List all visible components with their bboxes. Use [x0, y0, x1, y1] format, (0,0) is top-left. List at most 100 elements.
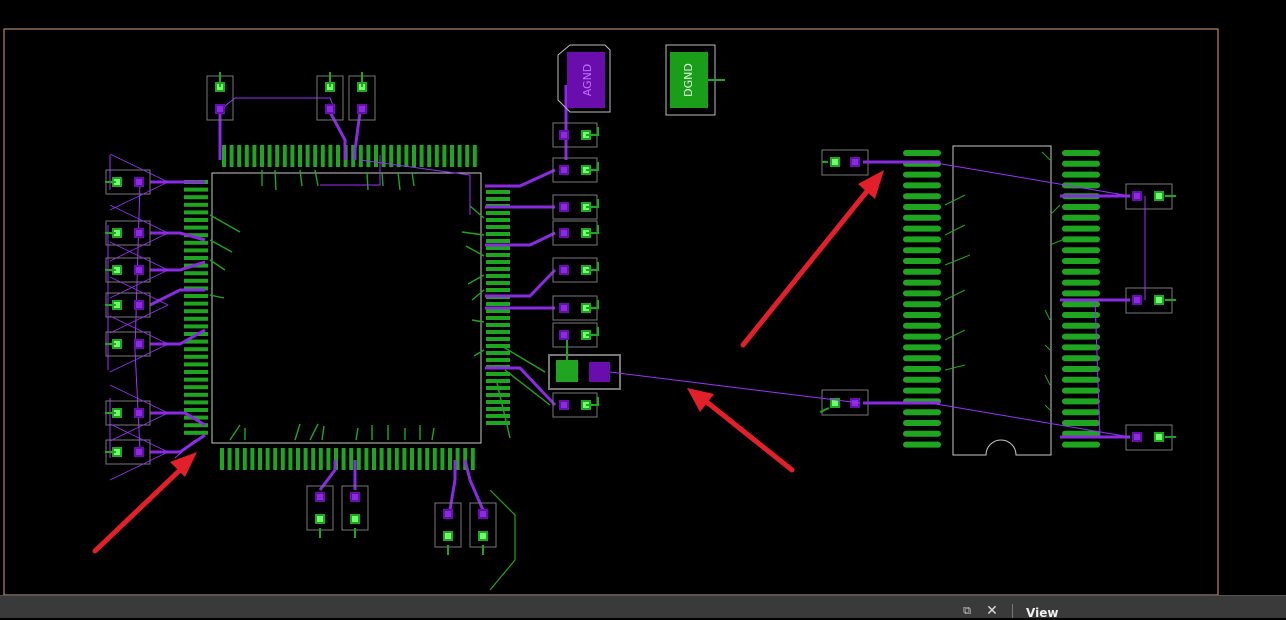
mcu-pin [356, 448, 361, 470]
view-menu[interactable]: View [1026, 606, 1059, 620]
cap-pad [559, 202, 569, 212]
mcu-pin [486, 260, 510, 264]
mcu-pin [366, 145, 371, 167]
dip-pin [903, 312, 941, 318]
mcu-pin [184, 233, 208, 238]
dip-pin [1062, 150, 1100, 156]
mcu-pin [184, 339, 208, 344]
decoupling-caps-top [206, 72, 376, 121]
cap-lead [586, 300, 599, 309]
mcu-body-outline [211, 172, 482, 444]
dip-pin [1062, 225, 1100, 232]
mcu-pin [336, 145, 340, 167]
cap-lead [586, 127, 599, 136]
mcu-pin [184, 316, 208, 321]
cap-pad [134, 408, 144, 418]
mcu-pin [486, 267, 510, 271]
decoupling-caps-left [105, 153, 169, 481]
mcu-pin [434, 145, 439, 167]
mcu-pin [417, 448, 422, 470]
mcu-top-pins [222, 145, 477, 167]
dip-pin [903, 225, 941, 232]
dip-pin [1062, 160, 1100, 167]
mcu-pin [184, 362, 208, 367]
mcu-pin [184, 347, 208, 352]
dip-pin [903, 268, 941, 275]
mcu-pin [486, 407, 510, 411]
dip-pin [1062, 420, 1100, 426]
cap-ratsnest [109, 241, 169, 299]
agnd-pad[interactable]: AGND [557, 44, 611, 113]
pcb-layout-canvas[interactable]: AGND DGND [0, 0, 1286, 595]
mcu-pin [260, 145, 264, 167]
dip-pin [903, 333, 941, 340]
dip-pin [1062, 398, 1100, 405]
dip-pin [1062, 290, 1100, 297]
dip-pin [1062, 366, 1100, 372]
mcu-pin [184, 400, 208, 405]
dip-pin [903, 290, 941, 297]
mcu-pin [184, 225, 208, 230]
mcu-pin [184, 324, 208, 329]
cap-ratsnest [109, 384, 169, 442]
cap-pad [134, 339, 144, 349]
dip-pin [1062, 430, 1100, 437]
dip-bottom-traces [863, 160, 1130, 439]
mcu-pin [282, 145, 287, 167]
mcu-pin [267, 145, 272, 167]
dip-pin [1062, 268, 1100, 275]
dip-pin [1062, 204, 1100, 210]
mcu-pin [351, 145, 356, 167]
cap-ratsnest [109, 423, 169, 481]
mcu-pin [184, 301, 208, 306]
cap-lead [586, 225, 599, 234]
cap-pad [559, 130, 569, 140]
mcu-pin [486, 372, 510, 376]
dip-right-pins [1062, 150, 1100, 448]
mcu-pin [184, 430, 208, 435]
dip-pin [1062, 387, 1100, 394]
mcu-pin [374, 145, 378, 167]
mcu-pin [442, 145, 447, 167]
cap-pad [134, 300, 144, 310]
mcu-pin [455, 448, 460, 470]
mcu-pin [242, 448, 247, 470]
cap-lead [586, 162, 599, 171]
mcu-pin [184, 218, 208, 222]
mcu-pin [334, 448, 338, 470]
mcu-pin [448, 448, 452, 470]
dip-pin [903, 409, 941, 416]
mcu-pin [450, 145, 454, 167]
mcu-pin [372, 448, 376, 470]
mcu-chip[interactable] [184, 145, 551, 470]
dip-ic[interactable] [903, 145, 1100, 456]
dip-pin [903, 430, 941, 437]
mcu-pin [184, 210, 208, 215]
dip-pin [1062, 409, 1100, 416]
mcu-pin [486, 218, 510, 222]
crystal-pad[interactable] [548, 340, 621, 390]
dgnd-pad[interactable]: DGND [665, 44, 725, 116]
cap-pad [350, 492, 360, 502]
mcu-pin [486, 274, 510, 278]
mcu-bottom-pins [220, 448, 475, 470]
dip-pin [903, 258, 941, 264]
mcu-pin [486, 225, 510, 229]
mcu-pin [486, 232, 510, 236]
mcu-pin [184, 377, 208, 382]
cap-pad [134, 228, 144, 238]
restore-icon[interactable]: ⧉ [963, 604, 971, 617]
dip-pin [1062, 247, 1100, 254]
mcu-pin [486, 379, 510, 383]
dip-pin [903, 301, 941, 308]
cap-pad [559, 265, 569, 275]
mcu-pin [250, 448, 255, 470]
close-icon[interactable]: ✕ [986, 603, 998, 619]
mcu-pin [472, 145, 477, 167]
mcu-pin [404, 145, 409, 167]
dip-pin [903, 247, 941, 254]
mcu-pin [432, 448, 437, 470]
mcu-pin [387, 448, 392, 470]
board-outline [3, 28, 1219, 595]
toolbar-divider [1012, 604, 1013, 618]
